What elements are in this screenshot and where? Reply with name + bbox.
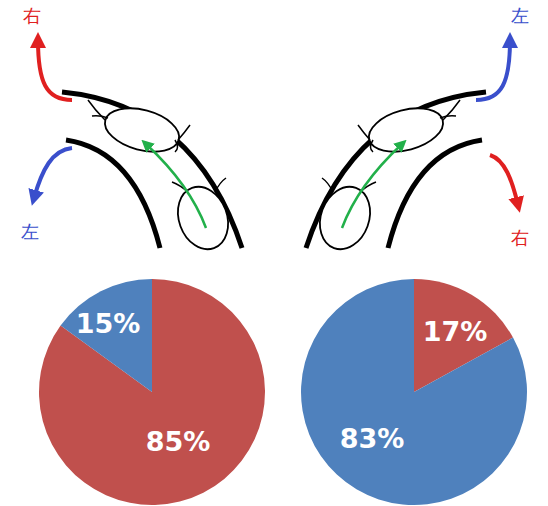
- pie-chart: [301, 279, 527, 505]
- percent-label: 83%: [340, 425, 405, 452]
- pie-charts: [39, 279, 527, 505]
- left-arrow: [34, 148, 72, 198]
- right-arrow: [38, 40, 72, 100]
- right-figure: [306, 92, 486, 256]
- pie-chart: [39, 279, 265, 505]
- direction-label: 右: [23, 7, 41, 25]
- pie-slice: [61, 279, 152, 392]
- left-arrow: [476, 40, 510, 100]
- right-arrow: [490, 155, 518, 205]
- percent-label: 85%: [146, 428, 211, 455]
- pie-slice: [301, 279, 527, 505]
- pie-slice: [39, 279, 265, 505]
- left-figure: [62, 92, 242, 256]
- percent-label: 17%: [423, 318, 488, 345]
- direction-label: 左: [511, 7, 529, 25]
- percent-label: 15%: [76, 310, 141, 337]
- direction-label: 右: [511, 229, 529, 247]
- direction-label: 左: [21, 223, 39, 241]
